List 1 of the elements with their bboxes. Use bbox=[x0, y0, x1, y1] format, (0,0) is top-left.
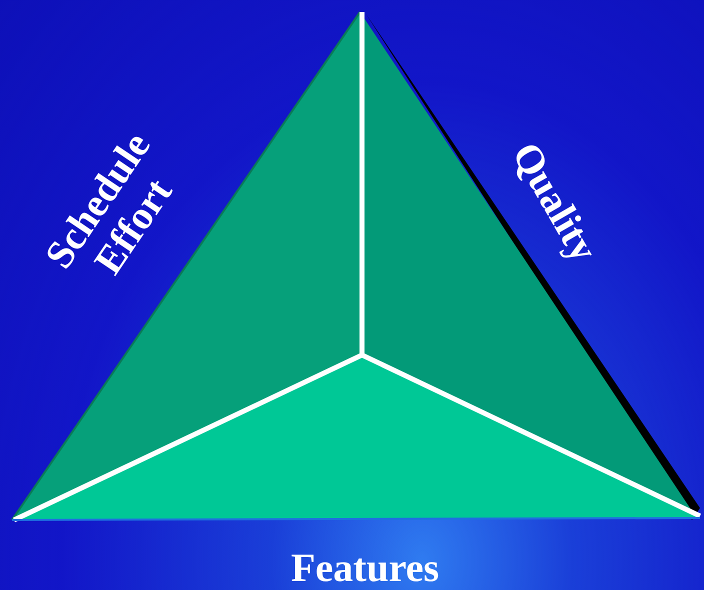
base-label: Features bbox=[290, 546, 440, 590]
